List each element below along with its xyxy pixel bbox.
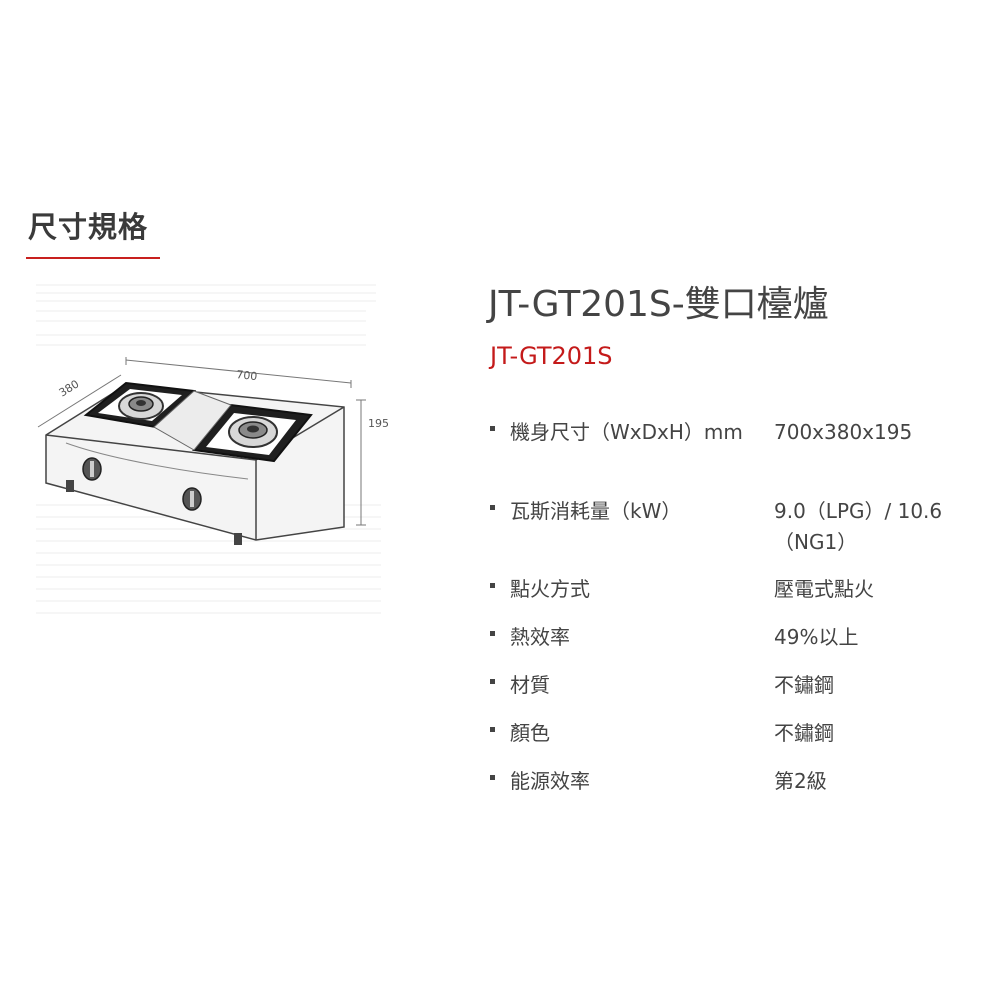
left-knob — [82, 457, 102, 481]
spec-label: 點火方式 — [488, 574, 774, 605]
spec-value: 9.0（LPG）/ 10.6（NG1） — [774, 499, 943, 554]
spec-value: 不鏽鋼 — [774, 721, 834, 745]
spec-row: 顏色 不鏽鋼 — [488, 718, 974, 749]
spec-label: 能源效率 — [488, 766, 774, 797]
center-panel — [153, 390, 232, 451]
spec-label-text: 顏色 — [510, 721, 550, 745]
spec-label-text: 熱效率 — [510, 625, 570, 649]
spec-value: 第2級 — [774, 769, 827, 793]
spec-label-text: 能源效率 — [510, 769, 590, 793]
diagram-background-pattern — [36, 284, 381, 614]
width-dimension-label: 700 — [236, 368, 258, 383]
spec-value: 壓電式點火 — [774, 577, 874, 601]
spec-label-text: 瓦斯消耗量（kW） — [510, 499, 682, 523]
spec-value: 700x380x195 — [774, 420, 913, 444]
spec-row: 點火方式 壓電式點火 — [488, 574, 974, 605]
spec-row: 機身尺寸（WxDxH）mm 700x380x195 — [488, 417, 974, 448]
right-burner — [192, 403, 313, 463]
bullet-icon — [490, 426, 495, 431]
spec-row: 材質 不鏽鋼 — [488, 670, 974, 701]
spec-label-text: 材質 — [510, 673, 550, 697]
spec-row: 瓦斯消耗量（kW） 9.0（LPG）/ 10.6（NG1） — [488, 496, 974, 558]
spec-row: 熱效率 49%以上 — [488, 622, 974, 653]
spec-label-text: 機身尺寸（WxDxH）mm — [510, 420, 743, 444]
spec-value: 49%以上 — [774, 625, 859, 649]
model-code: JT-GT201S — [490, 342, 613, 370]
spec-label: 瓦斯消耗量（kW） — [488, 496, 774, 558]
bullet-icon — [490, 631, 495, 636]
bullet-icon — [490, 505, 495, 510]
right-knob — [182, 487, 202, 511]
bullet-icon — [490, 775, 495, 780]
stove-dimension-diagram: 700 380 195 — [36, 284, 389, 614]
left-burner — [83, 381, 197, 429]
product-title: JT-GT201S-雙口檯爐 — [488, 284, 829, 325]
bullet-icon — [490, 679, 495, 684]
spec-value: 不鏽鋼 — [774, 673, 834, 697]
height-dimension-label: 195 — [368, 417, 389, 430]
dimension-lines — [37, 357, 366, 526]
section-title: 尺寸規格 — [28, 210, 149, 244]
spec-label: 顏色 — [488, 718, 774, 749]
spec-label: 材質 — [488, 670, 774, 701]
spec-label: 機身尺寸（WxDxH）mm — [488, 417, 774, 448]
spec-label: 熱效率 — [488, 622, 774, 653]
section-title-underline — [26, 257, 160, 259]
depth-dimension-label: 380 — [57, 377, 82, 399]
bullet-icon — [490, 583, 495, 588]
bullet-icon — [490, 727, 495, 732]
spec-row: 能源效率 第2級 — [488, 766, 974, 797]
spec-label-text: 點火方式 — [510, 577, 590, 601]
